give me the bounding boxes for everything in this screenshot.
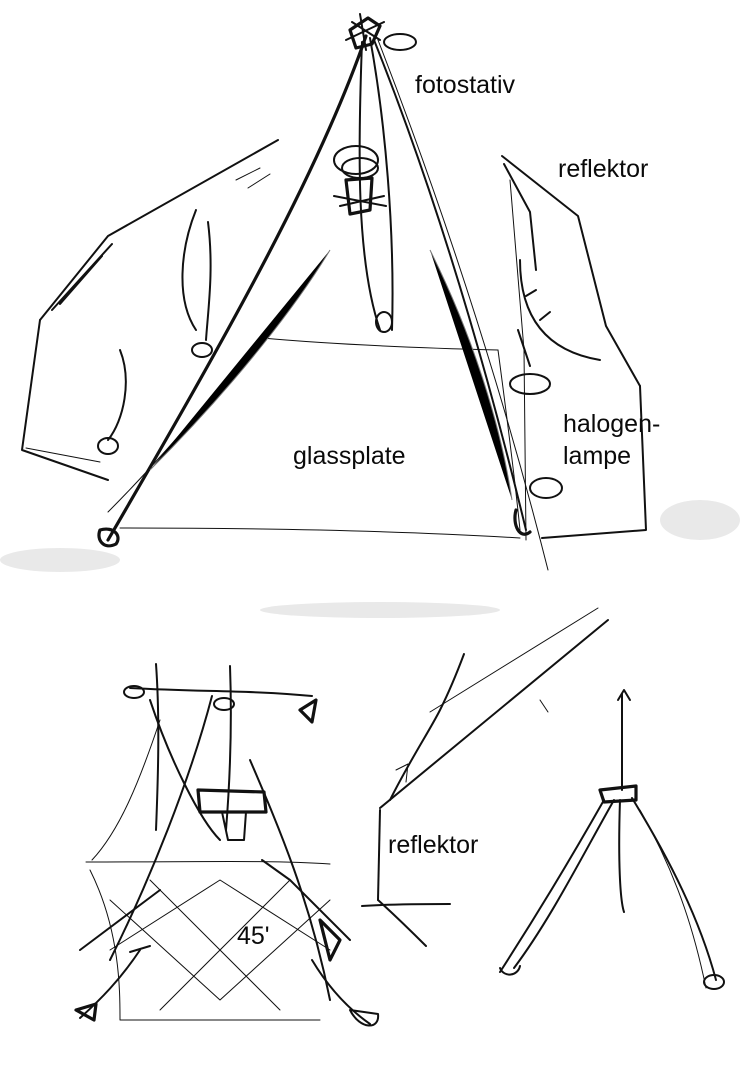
bottom-tripod-sketch xyxy=(74,663,380,1027)
label-angle-45: 45' xyxy=(237,922,270,950)
glass-plate-outline xyxy=(107,249,521,539)
tripod-head-top xyxy=(345,13,417,51)
left-reflector-panel xyxy=(21,139,279,481)
label-reflektor-bottom: reflektor xyxy=(388,831,479,859)
label-reflektor-top: reflektor xyxy=(558,155,649,183)
right-reflector-and-lamp xyxy=(501,155,647,541)
label-halogen-line2: lampe xyxy=(563,442,632,470)
bottom-reflector-sketch xyxy=(361,607,609,947)
label-glassplate: glassplate xyxy=(293,442,406,470)
label-halogen-lampe: halogen- lampe xyxy=(563,408,660,472)
bottom-right-tripod-sketch xyxy=(499,689,725,990)
paper-smudges xyxy=(0,500,740,618)
label-fotostativ: fotostativ xyxy=(415,71,516,99)
tripod-legs-top xyxy=(97,34,549,571)
label-halogen-line1: halogen- xyxy=(563,410,661,438)
camera-cluster-top xyxy=(333,145,393,333)
